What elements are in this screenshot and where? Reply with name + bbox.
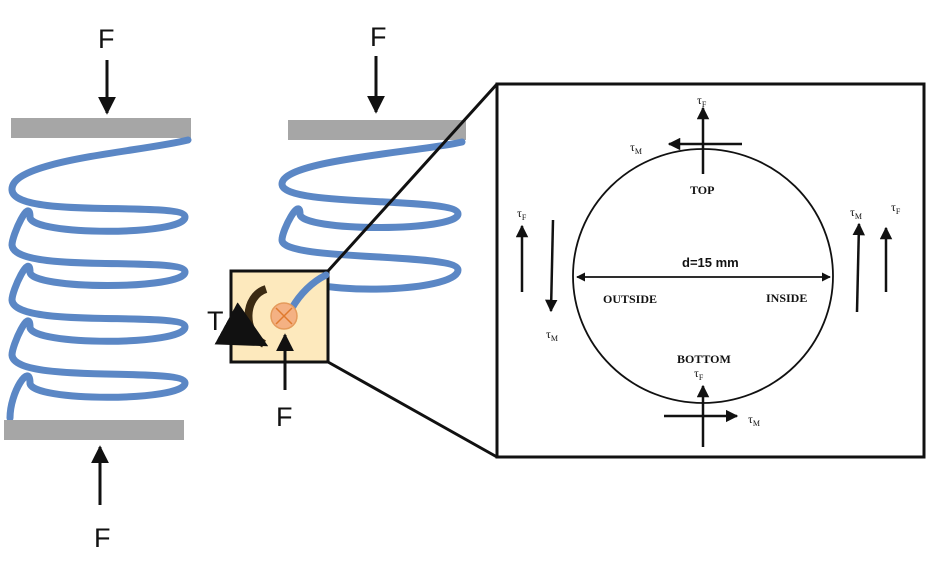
force-label-bottom-left: F bbox=[94, 523, 111, 553]
force-label-top-left: F bbox=[98, 24, 115, 54]
tau-m-label-top: τM bbox=[630, 140, 642, 156]
cross-section-marker bbox=[270, 302, 298, 330]
tau-m-label-inside: τM bbox=[850, 205, 862, 221]
tau-m-arrow-outside bbox=[544, 219, 558, 313]
zoom-connector-top bbox=[326, 82, 499, 273]
tau-f-label-bottom: τF bbox=[694, 366, 704, 382]
tau-f-label-top: τF bbox=[697, 93, 707, 109]
detail-frame bbox=[495, 82, 926, 459]
force-label-top-middle: F bbox=[370, 22, 387, 52]
inside-label: INSIDE bbox=[766, 291, 807, 305]
left-spring-assembly: F F bbox=[4, 24, 192, 553]
tau-m-arrow-inside bbox=[852, 222, 865, 313]
bottom-plate-left bbox=[4, 420, 184, 440]
tau-f-label-inside: τF bbox=[891, 200, 901, 216]
tau-f-label-outside: τF bbox=[517, 206, 527, 222]
zoom-connector-bottom bbox=[327, 360, 498, 459]
spring-coil-left bbox=[6, 136, 192, 422]
bottom-label: BOTTOM bbox=[677, 352, 731, 366]
middle-spring-assembly: F T F bbox=[207, 22, 499, 459]
top-plate-left bbox=[11, 118, 191, 138]
tau-m-label-bottom: τM bbox=[748, 412, 760, 428]
spring-wire-end bbox=[288, 271, 330, 312]
top-label: TOP bbox=[690, 183, 714, 197]
force-label-middle: F bbox=[276, 402, 293, 432]
spring-coil-middle bbox=[278, 138, 466, 293]
torque-label: T bbox=[207, 306, 224, 336]
diameter-label: d=15 mm bbox=[682, 255, 739, 270]
torque-arrow bbox=[214, 285, 269, 348]
top-plate-middle bbox=[288, 120, 466, 140]
outside-label: OUTSIDE bbox=[603, 292, 657, 306]
cross-section-detail-panel: d=15 mm TOP BOTTOM OUTSIDE INSIDE τF τM … bbox=[495, 82, 926, 459]
tau-m-label-outside: τM bbox=[546, 327, 558, 343]
